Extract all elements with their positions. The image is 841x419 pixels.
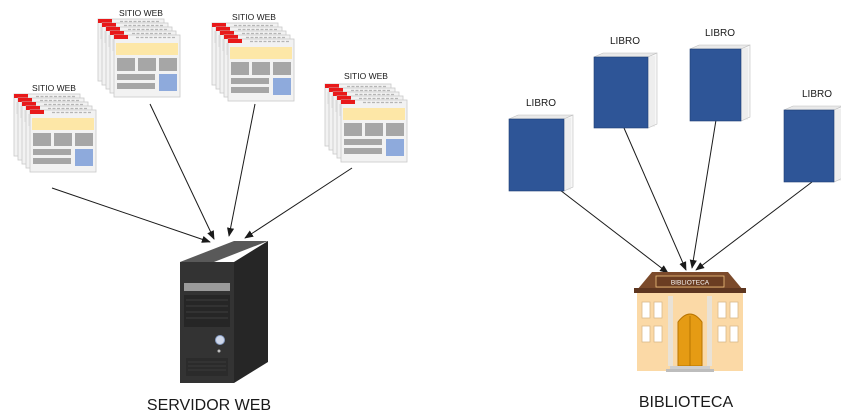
book-icon (783, 105, 841, 183)
website-stack-icon (324, 83, 408, 163)
website-label: SITIO WEB (344, 71, 388, 81)
arrow-book-2-to-library (623, 127, 687, 271)
library-building-icon: BIBLIOTECA (634, 272, 746, 372)
book-label: LIBRO (610, 36, 640, 47)
website-stack-icon (13, 93, 97, 173)
book-icon (593, 52, 658, 129)
website-label: SITIO WEB (32, 83, 76, 93)
library-label: BIBLIOTECA (639, 394, 734, 411)
arrow-book-4-to-library (695, 181, 813, 271)
book-icon (689, 44, 751, 122)
arrow-website-4-to-server (244, 167, 353, 239)
book-icon (508, 114, 574, 192)
website-label: SITIO WEB (119, 8, 163, 18)
arrow-website-3-to-server (227, 103, 256, 237)
website-stack-icon (97, 18, 181, 98)
library-sign: BIBLIOTECA (671, 280, 710, 287)
arrow-website-2-to-server (149, 103, 215, 240)
arrow-website-1-to-server (51, 187, 211, 243)
server-label: SERVIDOR WEB (147, 397, 271, 414)
arrow-book-1-to-library (559, 189, 669, 274)
website-stack-icon (211, 22, 295, 102)
book-label: LIBRO (526, 98, 556, 109)
server-tower-icon (180, 241, 268, 383)
website-arrows (51, 103, 353, 243)
website-label: SITIO WEB (232, 12, 276, 22)
book-label: LIBRO (705, 28, 735, 39)
book-arrows (559, 119, 813, 274)
book-label: LIBRO (802, 89, 832, 100)
arrow-book-3-to-library (689, 119, 717, 269)
